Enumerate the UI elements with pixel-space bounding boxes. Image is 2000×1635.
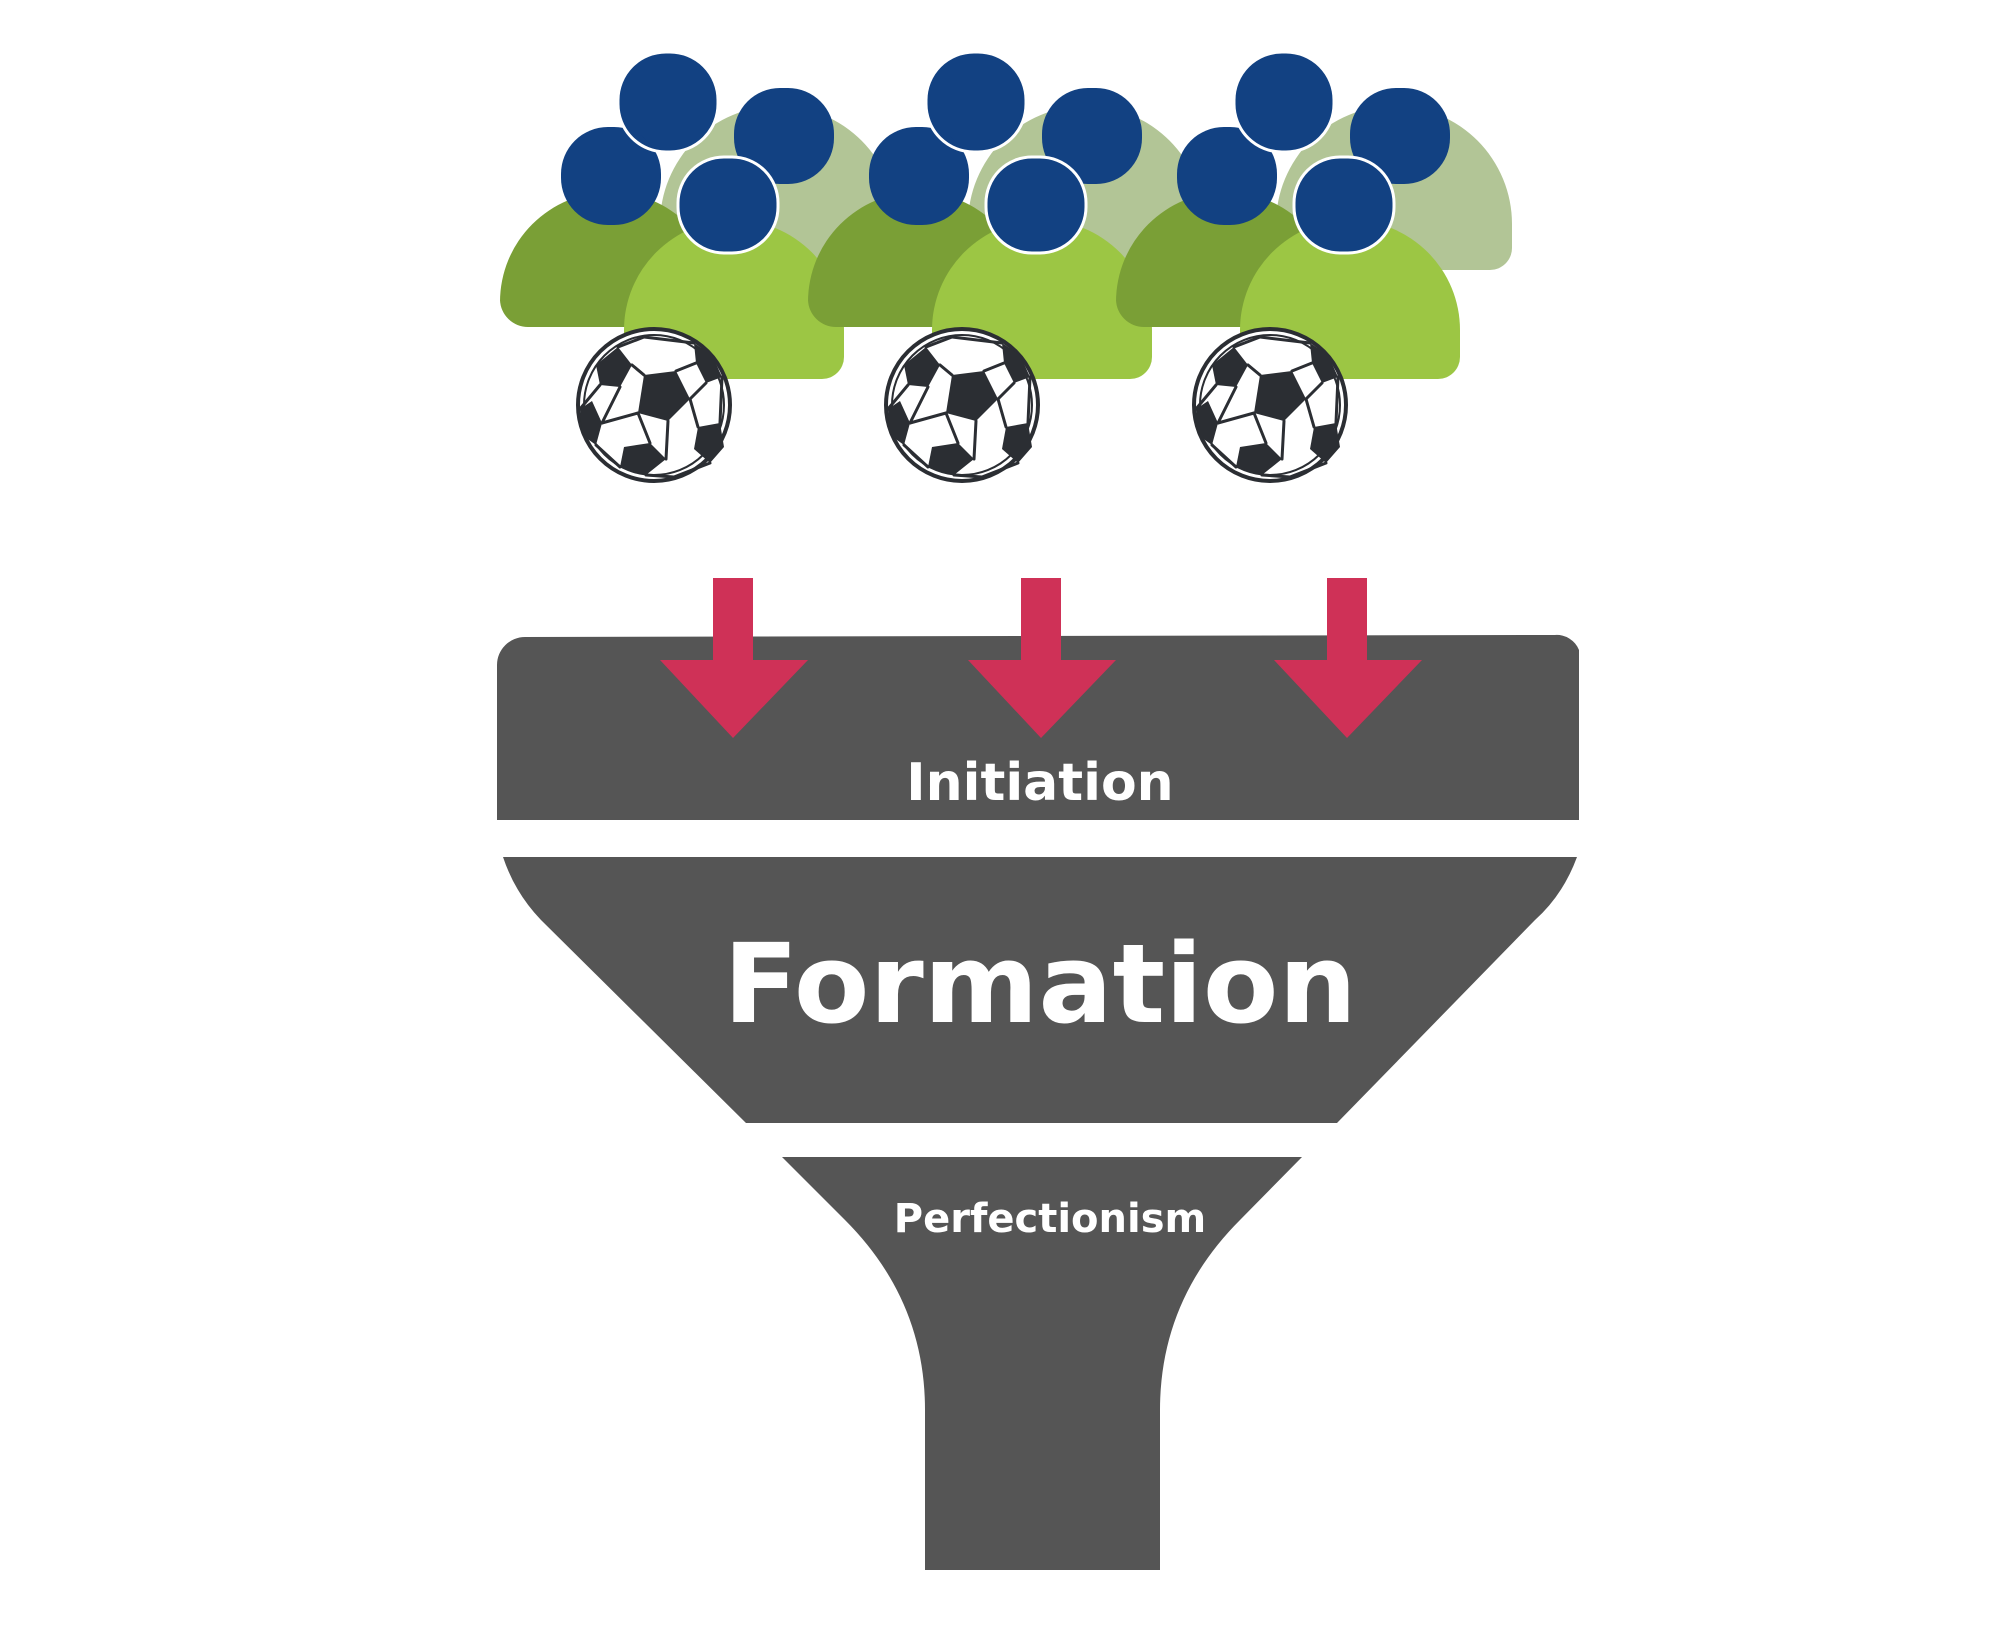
down-arrow-2 [968, 578, 1116, 738]
soccer-ball-icon [1192, 327, 1348, 483]
stage-label-perfectionism: Perfectionism [894, 1196, 1206, 1242]
stage-label-formation: Formation [723, 920, 1357, 1048]
down-arrow-3 [1274, 578, 1422, 738]
down-arrow-icon [660, 578, 808, 738]
funnel-stage-perfectionism [782, 1157, 1302, 1570]
funnel-stage-formation [503, 857, 1577, 1123]
person-icon [1114, 50, 1514, 381]
person-icon [806, 50, 1206, 381]
soccer-ball-icon [576, 327, 732, 483]
down-arrow-icon [968, 578, 1116, 738]
stage-label-initiation: Initiation [906, 753, 1173, 813]
player-group-3 [1114, 50, 1514, 483]
person-icon [498, 50, 898, 381]
down-arrow-1 [660, 578, 808, 738]
soccer-ball-icon [884, 327, 1040, 483]
down-arrow-icon [1274, 578, 1422, 738]
